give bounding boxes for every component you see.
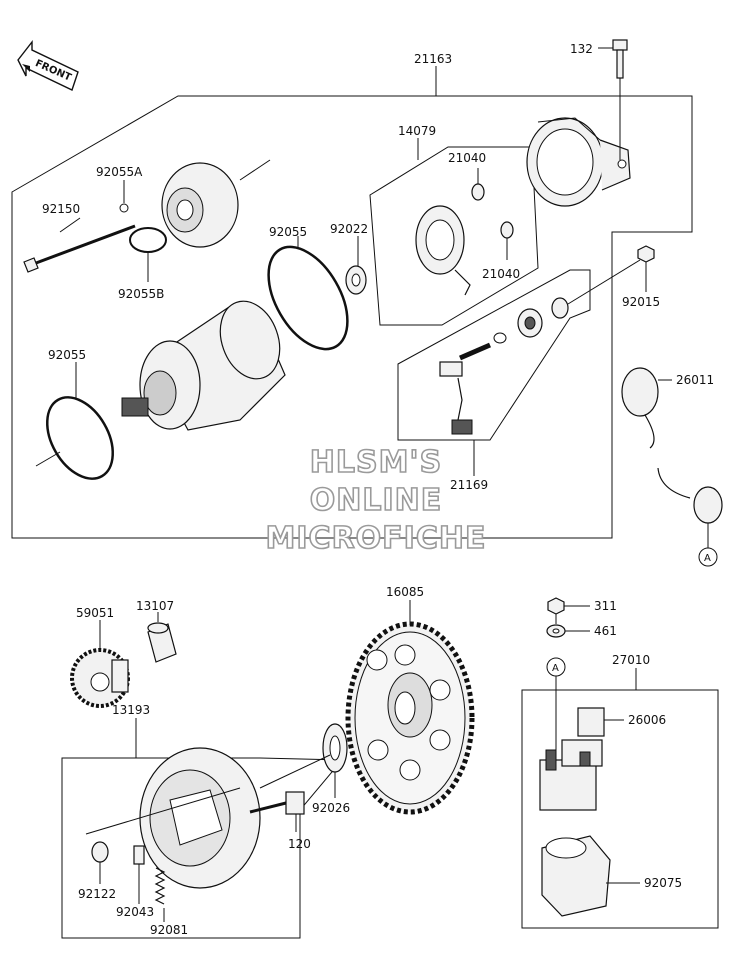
front-arrow-icon: FRONT: [17, 39, 79, 91]
washer-92026: [259, 723, 348, 789]
gear-59051: [70, 648, 130, 708]
plunger-92043: [133, 845, 145, 865]
label-ref-a-2: A: [552, 663, 559, 674]
label-16085: 16085: [386, 585, 424, 599]
terminal-21040b: [500, 221, 514, 260]
bolt-132: [612, 39, 628, 160]
label-27010: 27010: [612, 653, 650, 667]
bolt-120: [249, 791, 305, 832]
washer-92022: [345, 265, 367, 295]
motor-body: [121, 300, 286, 431]
fuse-26006: [577, 707, 605, 737]
label-13193: 13193: [112, 703, 150, 717]
o-ring-92055-center: [267, 245, 349, 351]
label-21040-top: 21040: [448, 151, 486, 165]
nut-92015: [637, 245, 655, 263]
label-13107: 13107: [136, 599, 174, 613]
roller-92122: [91, 841, 109, 863]
label-120: 120: [288, 837, 311, 851]
watermark-line1: HLSM'S: [310, 445, 442, 480]
label-92055-left: 92055: [48, 348, 86, 362]
label-311: 311: [594, 599, 617, 613]
spring-92081: [154, 867, 166, 905]
long-bolt-92150: [23, 224, 136, 273]
label-21169: 21169: [450, 478, 488, 492]
label-92043: 92043: [116, 905, 154, 919]
label-92150: 92150: [42, 202, 80, 216]
front-cover: [161, 159, 271, 248]
watermark: HLSM'S ONLINE MICROFICHE: [265, 444, 487, 557]
brush-assembly-21169: [439, 259, 641, 435]
starter-clutch-13193: [85, 747, 261, 889]
brush-assembly-box: [397, 269, 591, 441]
washer-461: [546, 624, 566, 638]
label-92055A: 92055A: [96, 165, 143, 179]
cable-26011: [621, 367, 723, 548]
label-461: 461: [594, 624, 617, 638]
label-21040-bottom: 21040: [482, 267, 520, 281]
brush-plate: [415, 205, 471, 296]
label-92055B: 92055B: [118, 287, 164, 301]
label-14079: 14079: [398, 124, 436, 138]
label-92075: 92075: [644, 876, 682, 890]
label-92055-center: 92055: [269, 225, 307, 239]
watermark-line2: ONLINE: [310, 483, 443, 518]
watermark-line3: MICROFICHE: [266, 521, 487, 556]
label-26006: 26006: [628, 713, 666, 727]
gear-16085: [345, 621, 475, 815]
label-132: 132: [570, 42, 593, 56]
label-92015: 92015: [622, 295, 660, 309]
label-92022: 92022: [330, 222, 368, 236]
o-ring-92055-left: [46, 396, 114, 480]
relay-box: [521, 689, 719, 929]
o-ring-92055a: [119, 203, 129, 213]
shaft-13107: [147, 622, 177, 663]
label-21163: 21163: [414, 52, 452, 66]
label-92026: 92026: [312, 801, 350, 815]
leader-lines: [59, 47, 672, 922]
label-92081: 92081: [150, 923, 188, 937]
ref-a-marker-1: [698, 547, 718, 567]
nut-311: [547, 597, 565, 615]
relay-cover-92075: [541, 835, 611, 917]
label-92122: 92122: [78, 887, 116, 901]
starter-relay: [539, 739, 603, 811]
o-ring-92055b: [129, 227, 167, 253]
label-59051: 59051: [76, 606, 114, 620]
brush-holder-box: [369, 146, 539, 326]
terminal-21040a: [471, 168, 485, 201]
label-ref-a-1: A: [704, 553, 711, 564]
starter-assembly-outline: [11, 95, 693, 539]
label-26011: 26011: [676, 373, 714, 387]
rear-cover: [526, 117, 631, 207]
